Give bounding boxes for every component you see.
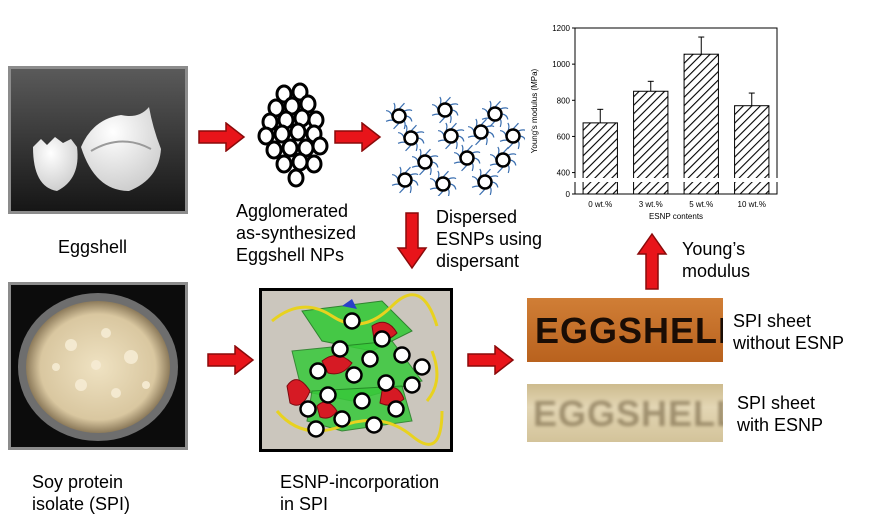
esnp-sphere <box>333 410 351 428</box>
esnp-sphere <box>387 400 405 418</box>
dispersed-nanoparticle <box>431 96 459 124</box>
esnp-sphere <box>345 366 363 384</box>
esnp-sphere <box>377 374 395 392</box>
x-tick-label: 5 wt.% <box>689 200 713 209</box>
esnp-sphere <box>365 416 383 434</box>
nanoparticle <box>273 124 291 144</box>
x-tick-label: 3 wt.% <box>639 200 663 209</box>
esnp-sphere <box>331 340 349 358</box>
dispersed-nanoparticle <box>489 146 517 174</box>
esnp-sphere <box>309 362 327 380</box>
dispersed-nanoparticle <box>429 170 457 196</box>
y-tick-label: 600 <box>557 132 571 141</box>
esnp-sphere <box>319 386 337 404</box>
esnp-sphere <box>413 358 431 376</box>
youngs-modulus-label: Young’s modulus <box>682 239 751 281</box>
nanoparticle <box>265 140 283 160</box>
soy-protein-photo <box>8 282 188 450</box>
axis-break <box>571 178 779 182</box>
esnp-sphere <box>403 376 421 394</box>
sheet-with-label: SPI sheet with ESNP <box>737 393 824 435</box>
dispersed-nanoparticle <box>391 166 419 194</box>
nanoparticle <box>275 154 293 174</box>
plot-frame <box>574 27 778 195</box>
sheet-text-clear: EGGSHELL <box>535 310 723 351</box>
nanoparticle <box>311 136 329 156</box>
dispersed-nanoparticle <box>385 102 413 130</box>
esnp-sphere <box>353 392 371 410</box>
sheet-text-blurred: EGGSHELL <box>533 393 723 434</box>
nanoparticle <box>289 122 307 142</box>
spi-sheet-with-esnp: EGGSHELL <box>527 384 723 442</box>
esnp-sphere <box>299 400 317 418</box>
esnp-sphere <box>361 350 379 368</box>
bar <box>633 90 669 195</box>
dispersed-label: Dispersed ESNPs using dispersant <box>436 207 543 271</box>
esnp-in-spi-illustration <box>259 288 453 452</box>
agglomerated-label: Agglomerated as-synthesized Eggshell NPs <box>236 201 357 265</box>
sheet-without-label: SPI sheet without ESNP <box>733 311 845 353</box>
dispersed-nanoparticle <box>453 144 481 172</box>
esnp-sphere <box>373 330 391 348</box>
arrow-right-3 <box>207 345 255 375</box>
dispersed-nanoparticle <box>467 118 495 146</box>
x-tick-label: 0 wt.% <box>588 200 612 209</box>
dispersed-nanoparticle <box>471 168 499 196</box>
x-axis-label: ESNP contents <box>649 212 703 221</box>
arrow-down <box>396 212 428 270</box>
nanoparticle <box>305 154 323 174</box>
bar <box>582 122 618 195</box>
esnp-sphere <box>393 346 411 364</box>
nanoparticle <box>287 168 305 188</box>
spi-sheet-without-esnp: EGGSHELL <box>527 298 723 362</box>
dispersed-nanoparticle <box>411 148 439 176</box>
y-tick-label: 400 <box>557 169 571 178</box>
arrow-right-2 <box>334 122 382 152</box>
dispersed-nanoparticles <box>385 96 525 196</box>
esnp-sphere <box>307 420 325 438</box>
y-tick-label: 800 <box>557 96 571 105</box>
arrow-up <box>636 232 668 290</box>
arrow-right-1 <box>198 122 246 152</box>
y-tick-label: 1000 <box>552 60 570 69</box>
dispersed-nanoparticle <box>499 122 525 150</box>
youngs-modulus-chart: 0 400 600 800 1000 1200 0 wt.% 3 wt.% 5 wt.% 10 w… <box>530 24 779 221</box>
dispersed-nanoparticle <box>397 124 425 152</box>
arrow-right-4 <box>467 345 515 375</box>
nanoparticle <box>257 126 275 146</box>
eggshell-photo <box>8 66 188 214</box>
agglomerated-nanoparticles <box>257 82 329 188</box>
dispersed-nanoparticle <box>481 100 509 128</box>
soy-protein-label: Soy protein isolate (SPI) <box>32 472 131 514</box>
x-tick-label: 10 wt.% <box>738 200 766 209</box>
y-tick-label: 0 <box>566 190 571 199</box>
dispersed-nanoparticle <box>437 122 465 150</box>
nanoparticle <box>281 138 299 158</box>
y-axis-label: Young's modulus (MPa) <box>530 68 539 153</box>
eggshell-label: Eggshell <box>58 237 128 257</box>
incorporation-label: ESNP-incorporation in SPI <box>280 472 440 514</box>
esnp-sphere <box>343 312 361 330</box>
bar <box>683 53 719 195</box>
nanoparticle <box>291 152 309 172</box>
y-tick-label: 1200 <box>552 24 570 33</box>
